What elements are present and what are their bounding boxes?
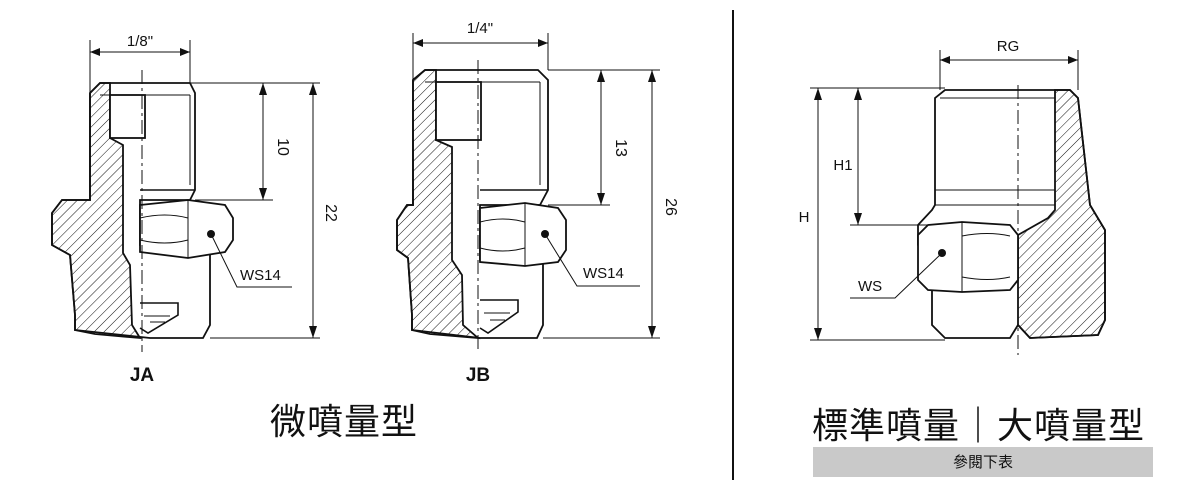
ja-label: JA — [130, 365, 155, 386]
std-section-hatch — [1017, 89, 1106, 339]
ja-hex — [139, 199, 234, 259]
jb-hex — [479, 202, 567, 267]
see-table-note: 參閱下表 — [813, 447, 1153, 477]
ja-overall-height: 22 — [322, 204, 339, 222]
jb-wrench-size: WS14 — [583, 265, 624, 282]
ja-bore — [109, 94, 146, 139]
nozzle-ja: 1/8" 10 22 WS14 JA — [51, 33, 339, 386]
jb-bore — [435, 81, 482, 141]
std-thread-label: RG — [997, 38, 1020, 55]
ja-thread-size: 1/8" — [127, 33, 153, 50]
jb-thread-length: 13 — [612, 139, 629, 157]
std-hex — [917, 221, 1019, 293]
std-height-label: H — [799, 209, 810, 226]
jb-thread-size: 1/4" — [467, 20, 493, 37]
jb-label: JB — [466, 365, 490, 386]
nozzle-standard: RG H1 H WS — [799, 38, 1106, 355]
left-panel-title: 微噴量型 — [270, 402, 419, 443]
jb-overall-height: 26 — [662, 198, 679, 216]
right-panel-title: 標準噴量｜大噴量型 — [812, 406, 1146, 447]
std-wrench-label: WS — [858, 278, 882, 295]
std-thread-height-label: H1 — [833, 157, 852, 174]
nozzle-jb: 1/4" 13 26 WS14 JB — [396, 20, 679, 386]
ja-wrench-size: WS14 — [240, 267, 281, 284]
ja-thread-length: 10 — [274, 138, 291, 156]
